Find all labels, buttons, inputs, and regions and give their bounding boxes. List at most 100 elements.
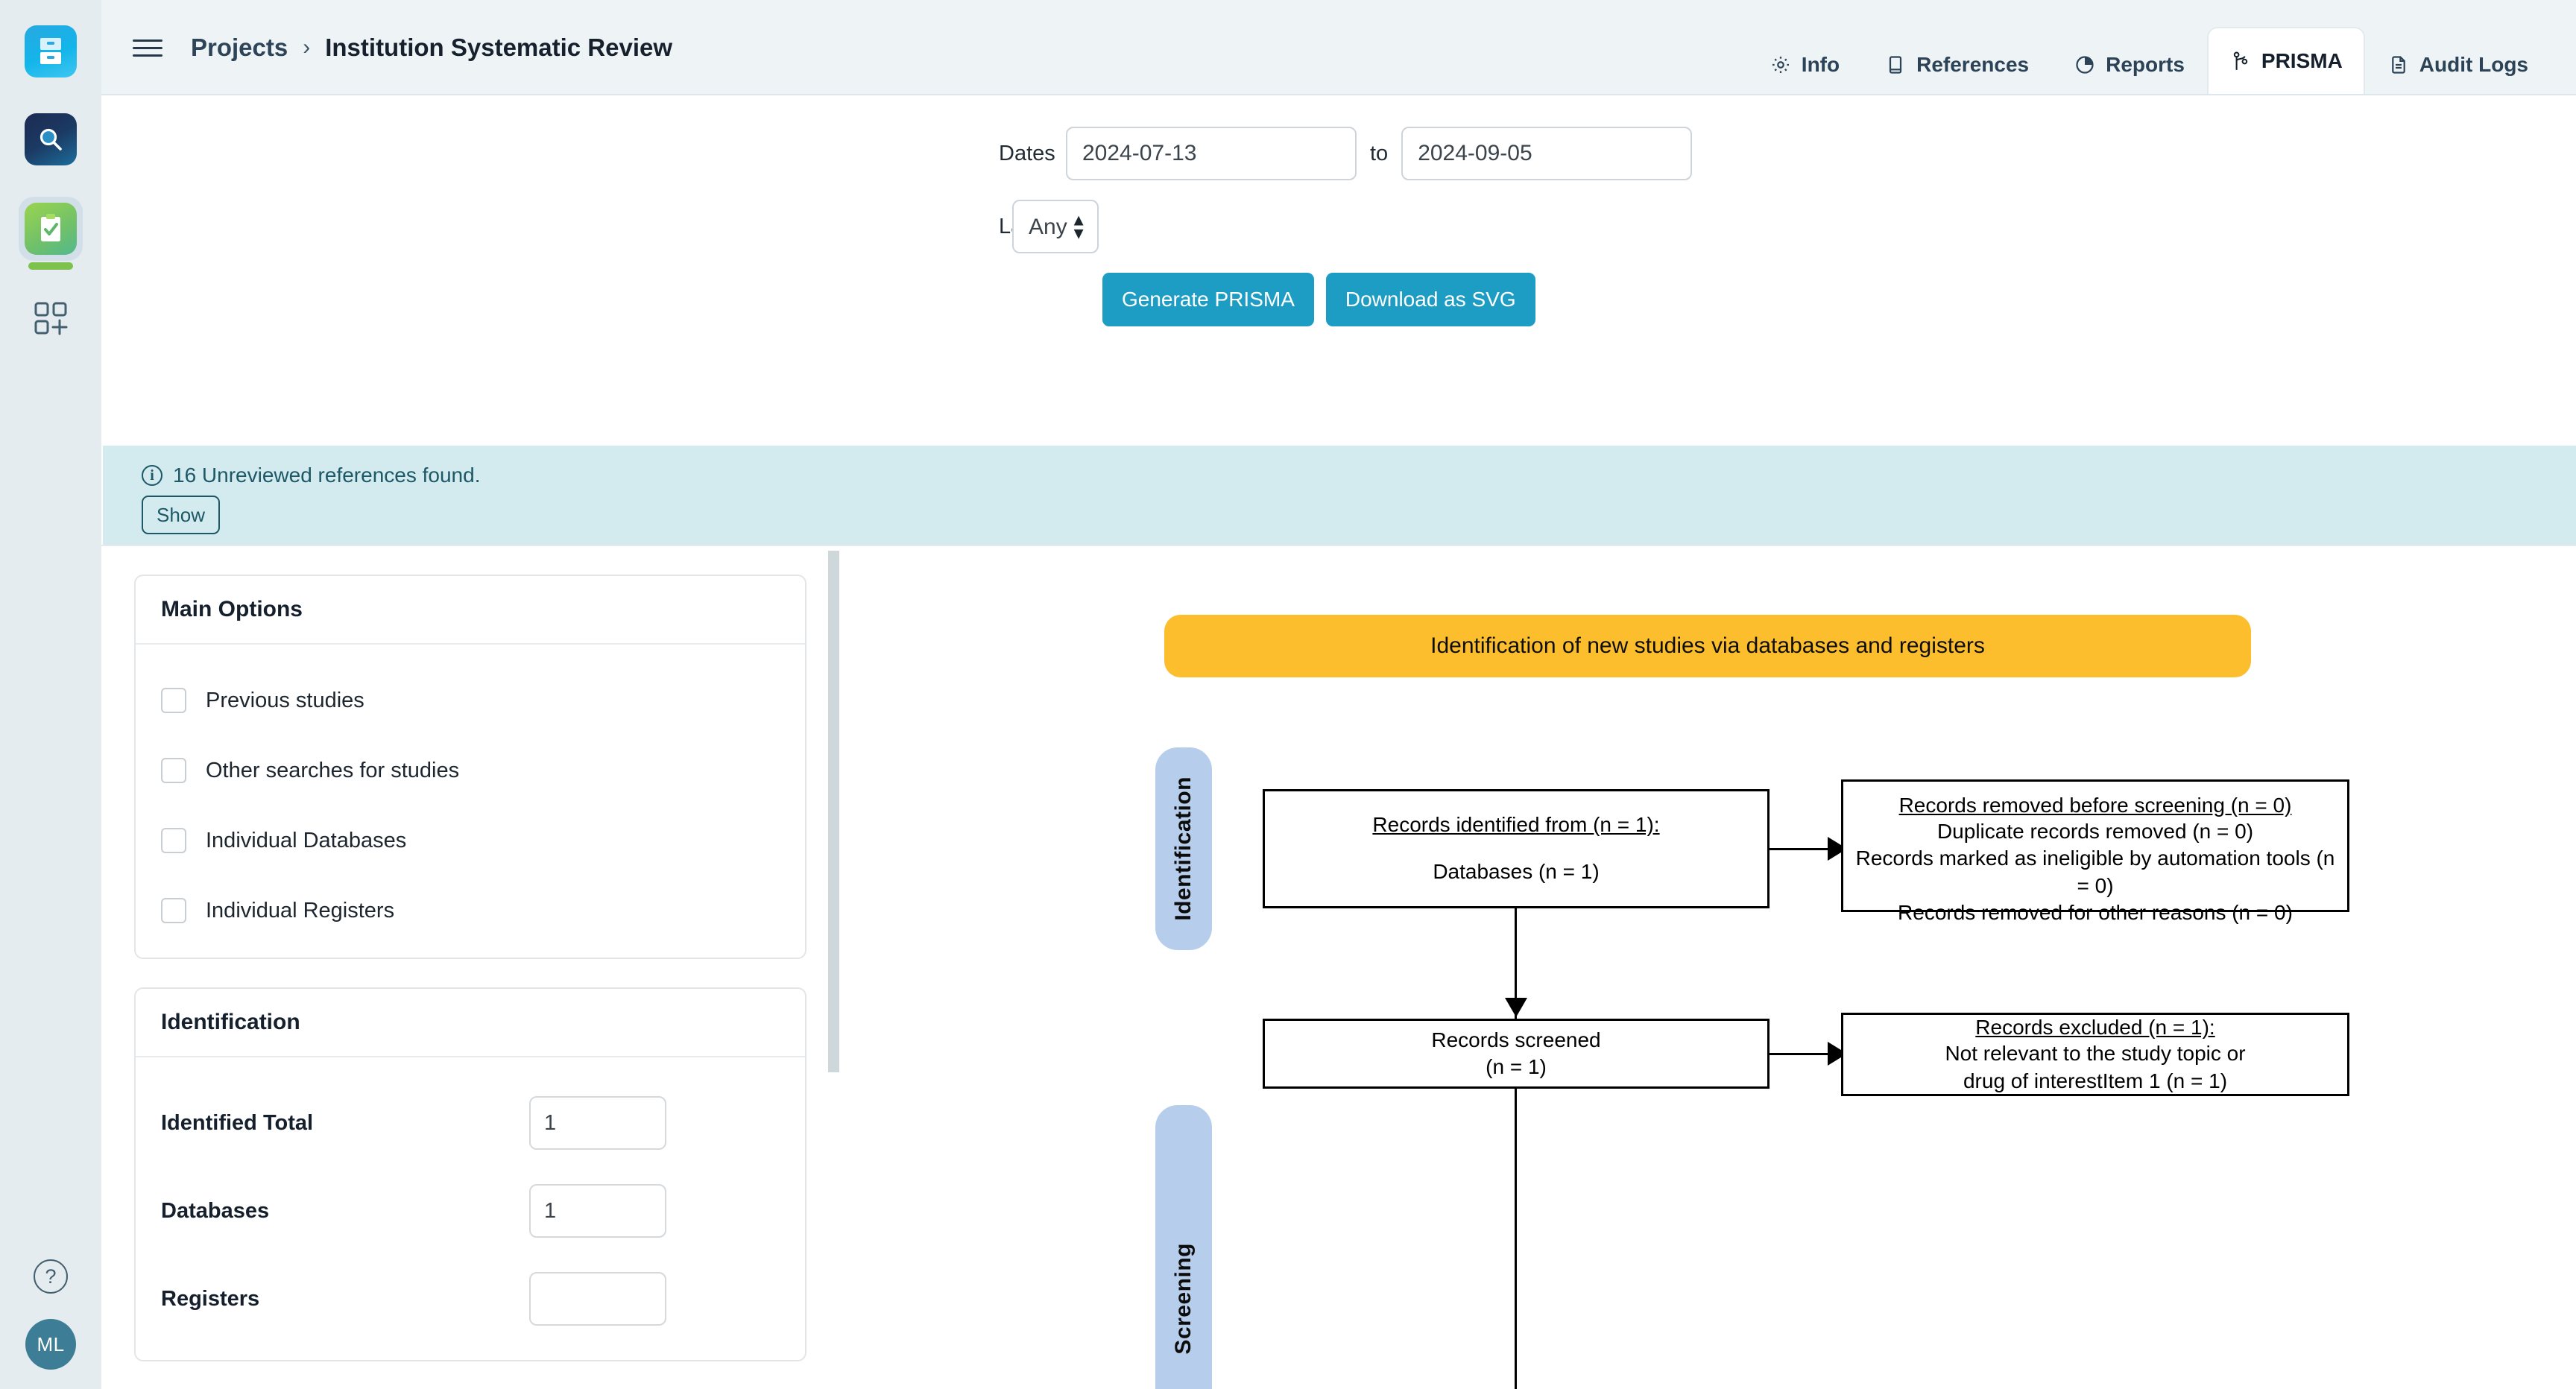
label-select[interactable]: Any: [1012, 200, 1099, 253]
date-from-input[interactable]: [1066, 127, 1357, 180]
tab-prisma[interactable]: PRISMA: [2206, 27, 2365, 95]
arrow-identified-to-screened: [1515, 908, 1517, 1019]
help-icon[interactable]: ?: [34, 1259, 68, 1294]
files-icon[interactable]: [25, 25, 77, 77]
document-icon: [2387, 54, 2410, 76]
tab-audit-logs[interactable]: Audit Logs: [2365, 34, 2551, 95]
box-line: Databases (n = 1): [1433, 860, 1600, 884]
main-options-title: Main Options: [136, 576, 805, 645]
content-area: Dates to Label Any ▲▼ Generate PRISMA Do…: [101, 95, 2576, 1389]
box-line: Records marked as ineligible by automati…: [1855, 847, 2335, 897]
prisma-diagram: Identification of new studies via databa…: [839, 545, 2576, 1389]
hamburger-line: [133, 39, 162, 42]
rail-slot-add: [0, 292, 101, 344]
download-svg-button[interactable]: Download as SVG: [1325, 273, 1535, 326]
records-excluded-box: Records excluded (n = 1): Not relevant t…: [1841, 1013, 2349, 1096]
breadcrumb-projects[interactable]: Projects: [191, 34, 288, 61]
arrow-screened-to-excluded: [1770, 1053, 1831, 1055]
field-databases: Databases: [161, 1184, 780, 1238]
checkbox-individual-databases[interactable]: Individual Databases: [161, 828, 780, 853]
field-label: Databases: [161, 1198, 270, 1223]
files-icon-glyph: [25, 25, 77, 77]
avatar[interactable]: ML: [25, 1319, 76, 1370]
search-icon[interactable]: [25, 113, 77, 165]
hamburger-line: [133, 46, 162, 49]
chevron-right-icon: ›: [303, 35, 311, 60]
rail-bottom: ? ML: [0, 1259, 101, 1370]
label-select-wrap: Any ▲▼: [1012, 200, 1099, 253]
checkbox-label: Previous studies: [206, 688, 364, 712]
identified-total-input[interactable]: [529, 1096, 666, 1150]
registers-input[interactable]: [529, 1272, 666, 1326]
unreviewed-alert: i 16 Unreviewed references found. Show: [103, 446, 2576, 545]
checkbox-input[interactable]: [161, 758, 186, 783]
checkbox-label: Individual Registers: [206, 898, 395, 923]
box-line: (n = 1): [1486, 1055, 1547, 1078]
label-row: Label Any ▲▼: [101, 200, 2576, 253]
stage-identification: Identification: [1155, 747, 1212, 950]
book-icon: [1884, 54, 1907, 76]
field-registers: Registers: [161, 1272, 780, 1326]
rail-slot-reviews: [0, 197, 101, 270]
rail-slot-search: [0, 113, 101, 165]
alert-message-line: i 16 Unreviewed references found.: [142, 463, 2576, 487]
search-icon-svg: [40, 128, 62, 151]
alert-message: 16 Unreviewed references found.: [173, 463, 481, 487]
main-options-card: Main Options Previous studies Other sear…: [134, 575, 806, 959]
pie-chart-icon: [2074, 54, 2096, 76]
checkbox-previous-studies[interactable]: Previous studies: [161, 688, 780, 713]
tab-info-label: Info: [1801, 53, 1840, 76]
box-title: Records excluded (n = 1):: [1975, 1016, 2215, 1040]
stage-screening: Screening: [1155, 1105, 1212, 1389]
records-screened-box: Records screened (n = 1): [1263, 1019, 1770, 1089]
checkbox-other-searches[interactable]: Other searches for studies: [161, 758, 780, 783]
tab-bar: Info References Report: [1747, 0, 2551, 95]
box-title: Records removed before screening (n = 0): [1898, 794, 2292, 817]
box-line: Records removed for other reasons (n = 0…: [1898, 901, 2293, 925]
checkbox-input[interactable]: [161, 688, 186, 713]
databases-input[interactable]: [529, 1184, 666, 1238]
tab-reports-label: Reports: [2106, 53, 2185, 76]
main-options-body: Previous studies Other searches for stud…: [136, 645, 805, 958]
generate-prisma-button[interactable]: Generate PRISMA: [1102, 273, 1314, 326]
main-split: Main Options Previous studies Other sear…: [101, 545, 2576, 1389]
records-identified-box: Records identified from (n = 1): Databas…: [1263, 789, 1770, 908]
tab-references[interactable]: References: [1862, 34, 2051, 95]
hamburger-line: [133, 54, 162, 57]
hamburger-icon[interactable]: [133, 39, 162, 57]
stage-identification-label: Identification: [1171, 776, 1196, 921]
field-label: Identified Total: [161, 1110, 314, 1135]
box-line: drug of interestItem 1 (n = 1): [1963, 1069, 2228, 1092]
filter-panel: Dates to Label Any ▲▼ Generate PRISMA Do…: [101, 95, 2576, 326]
identification-body: Identified Total Databases Registers: [136, 1057, 805, 1360]
checkbox-individual-registers[interactable]: Individual Registers: [161, 898, 780, 923]
show-button[interactable]: Show: [142, 496, 221, 534]
clipboard-check-icon-glyph: [25, 203, 77, 255]
filter-buttons: Generate PRISMA Download as SVG: [101, 273, 2576, 326]
breadcrumb: Projects › Institution Systematic Review: [191, 34, 672, 62]
box-line: Duplicate records removed (n = 0): [1936, 820, 2254, 843]
box-line: Records screened: [1431, 1028, 1601, 1051]
arrowhead-down: [1505, 998, 1527, 1017]
sidebar-scrollbar[interactable]: [828, 551, 839, 1072]
checkbox-input[interactable]: [161, 898, 186, 923]
to-label: to: [1370, 141, 1389, 165]
fork-icon: [2229, 50, 2252, 72]
icon-rail: ? ML: [0, 0, 101, 1389]
tab-reports[interactable]: Reports: [2051, 34, 2207, 95]
clipboard-check-icon[interactable]: [19, 197, 83, 270]
checkbox-input[interactable]: [161, 828, 186, 853]
page-title: Institution Systematic Review: [325, 34, 673, 61]
date-to-input[interactable]: [1401, 127, 1693, 180]
tab-info[interactable]: Info: [1747, 34, 1862, 95]
box-title: Records identified from (n = 1):: [1372, 813, 1660, 837]
field-identified-total: Identified Total: [161, 1096, 780, 1150]
search-icon-glyph: [25, 113, 77, 165]
add-grid-icon-svg: [34, 302, 68, 335]
dates-row: Dates to: [101, 127, 2576, 180]
dates-label: Dates: [999, 141, 1055, 165]
tab-audit-logs-label: Audit Logs: [2419, 53, 2528, 76]
add-grid-icon[interactable]: [25, 292, 77, 344]
top-bar: Projects › Institution Systematic Review…: [101, 0, 2576, 95]
